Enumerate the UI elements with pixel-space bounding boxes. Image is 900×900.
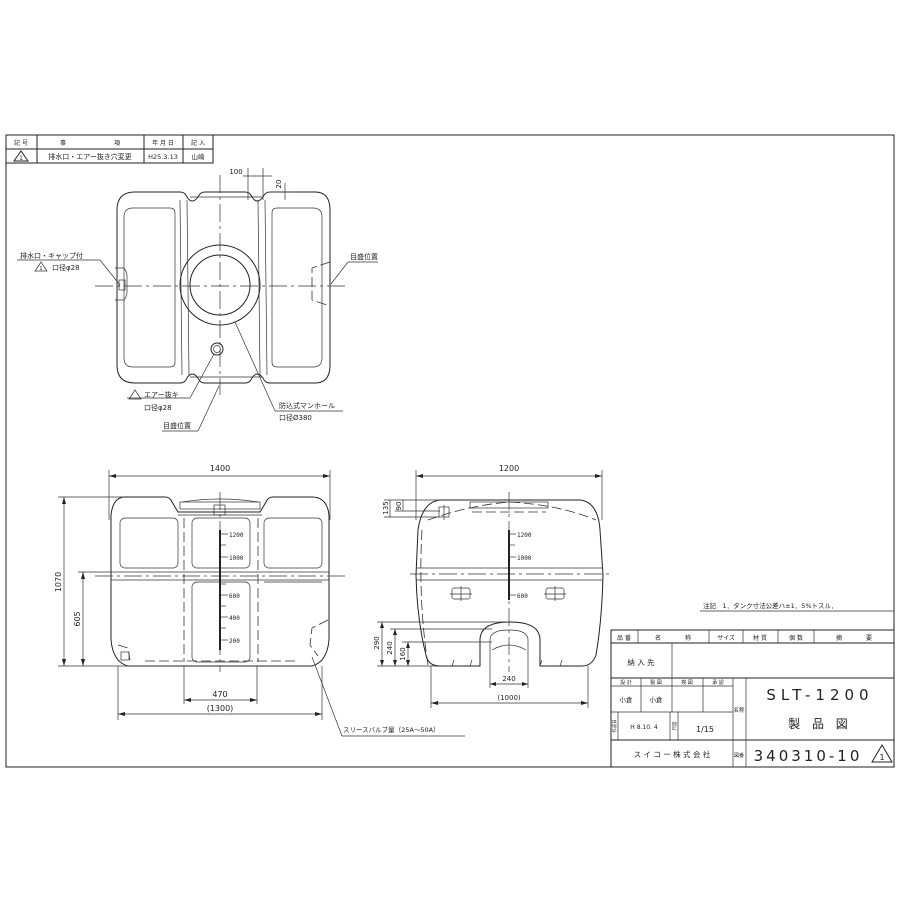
tb-role-draw: 製 図 [650,679,662,686]
manhole-label-line1: 防込式マンホール [279,401,335,410]
tb-header-qty: 個 数 [789,634,803,642]
air-vent-label-line2: 口径φ28 [144,403,172,412]
svg-text:1: 1 [39,266,42,272]
svg-text:1: 1 [19,155,23,162]
front-height-dim: 1070 [54,572,63,592]
dim-100: 100 [229,168,242,176]
rev-header-date: 年 月 日 [152,139,174,147]
revision-triangle-icon: 1 [34,261,48,272]
tb-role-approve: 承 認 [712,679,724,686]
top-view: 100 20 排水口・キャップ付 1 口径φ28 目盛位置 エアー抜キ 口径φ2… [17,168,378,432]
dim-240-horizontal: 240 [502,675,515,683]
svg-text:1: 1 [879,753,884,762]
front-width-dim: 1400 [210,464,230,473]
side-base-dim: (1000) [497,694,521,702]
base-width-dim: (1300) [207,704,234,713]
tb-role-design: 設 計 [620,679,632,686]
scale-position-label-right: 目盛位置 [350,252,378,261]
scale-position-label-bottom: 目盛位置 [163,421,191,430]
scale-mark-1200: 1200 [229,532,244,539]
revision-triangle-icon [128,389,142,400]
revision-triangle-icon: 1 [871,744,893,763]
rev-header-desc: 事 項 [60,139,120,147]
valve-label: スリースバルブ量（25A〜50A） [343,725,440,734]
tb-date-value: H 8.10. 4 [630,724,658,731]
side-scale-1200: 1200 [517,532,532,539]
inner-width-dim: 470 [212,690,227,699]
side-view: 1200 1200 1000 600 [373,464,612,708]
tb-company: ス イ コ ー 株 式 会 社 [634,749,711,759]
tb-model: SLT-1200 [766,686,873,704]
rev-row-by: 山崎 [192,152,206,161]
air-vent [210,342,224,356]
tb-drawing-type: 製 品 図 [788,717,852,731]
rev-header-by: 記 入 [191,139,205,147]
tb-header-material: 材 質 [753,634,767,642]
revision-table: 記 号 事 項 年 月 日 記 入 1 排水口・エアー抜き穴変更 H25.3.1… [5,134,214,164]
rev-row-desc: 排水口・エアー抜き穴変更 [48,152,132,161]
dim-20: 20 [275,180,283,189]
manhole-label-line2: 口径Ø380 [279,413,312,422]
rev-header-mark: 記 号 [14,139,28,147]
air-vent-label-line1: エアー抜キ [144,390,179,399]
notes: 注記 1．タンク寸法公差ハ±1．5%トスル． [700,601,894,612]
drain-label-line2: 口径φ28 [52,263,80,272]
front-view: 1400 [54,464,465,737]
title-block: 品 番 名 称 サイズ 材 質 個 数 摘 要 納 入 先 設 計 製 図 検 … [610,629,895,768]
tb-drawing-no: 340310-10 [754,747,863,765]
tb-scale-value: 1/15 [696,725,714,734]
dim-160: 160 [399,647,407,660]
side-scale-1000: 1000 [517,555,532,562]
dim-290: 290 [373,636,381,649]
tb-header-part-no: 品 番 [617,635,631,642]
tb-date-label: 作成日 [611,719,618,733]
scale-mark-400: 400 [229,615,240,622]
side-width-dim: 1200 [499,464,519,473]
tb-delivery-label: 納 入 先 [627,657,655,667]
tb-header-remarks: 摘 要 [836,634,872,642]
drain-label-line1: 排水口・キャップ付 [20,251,83,260]
tb-header-name: 名 称 [655,634,691,642]
dim-240-vertical: 240 [386,641,394,654]
drain-height-dim: 605 [73,611,82,626]
tb-scale-label: 尺度 [671,721,678,730]
tb-header-size: サイズ [717,634,735,642]
dim-90: 90 [395,502,403,511]
side-scale-600: 600 [517,593,528,600]
dim-135: 135 [382,501,390,514]
scale-mark-600: 600 [229,593,240,600]
scale-mark-200: 200 [229,638,240,645]
scale-mark-1000: 1000 [229,555,244,562]
tb-name-draw: 小倉 [650,695,664,704]
rev-row-date: H25.3.13 [148,153,178,161]
tolerance-note: 注記 1．タンク寸法公差ハ±1．5%トスル． [703,601,838,610]
tb-drawing-no-label: 図番 [734,752,744,759]
tb-name-design: 小倉 [620,695,634,704]
revision-triangle-icon: 1 [13,150,29,162]
tb-role-check: 検 図 [681,679,693,686]
tb-name-label: 名称 [733,706,745,714]
drawing-border [5,134,895,768]
